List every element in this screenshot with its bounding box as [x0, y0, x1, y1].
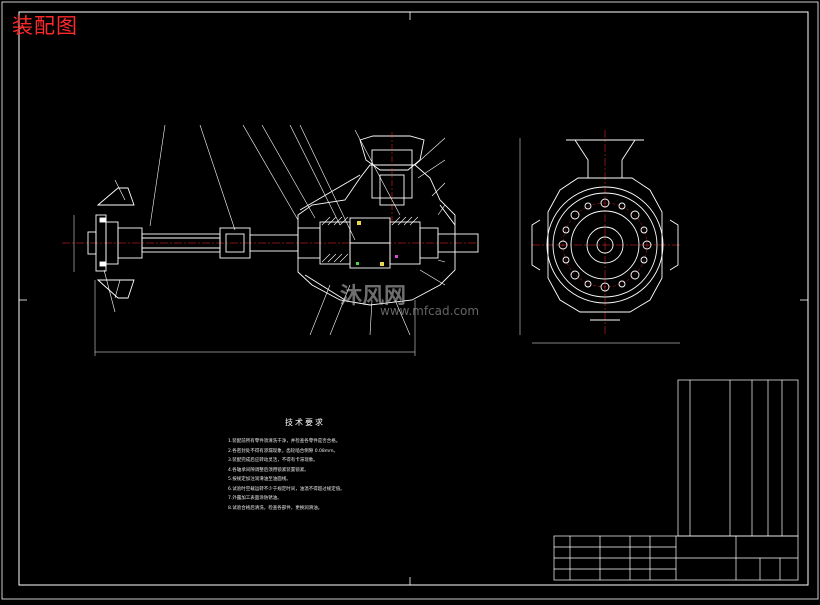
tech-note-line: 5.按规定加注润滑油至油面线。: [228, 477, 291, 482]
side-housing-outline: [547, 177, 663, 313]
tech-note-line: 7.外露加工表面涂防锈油。: [228, 496, 282, 501]
leader-lines: [103, 124, 446, 336]
axle-tube-far-right: [437, 233, 479, 253]
parts-list: [553, 379, 799, 581]
tech-requirements-title: 技术要求: [285, 418, 325, 427]
front-view: [62, 132, 479, 356]
page-title: 装配图: [12, 14, 78, 38]
side-view: [519, 130, 680, 344]
tech-note-line: 1.装配前所有零件须清洗干净，并检查各零件是否合格。: [228, 439, 341, 444]
tech-note-line: 3.装配完成后应转动灵活，不得有卡滞现象。: [228, 458, 318, 463]
tech-note-line: 4.各轴承间隙调整后须用锁紧装置锁紧。: [228, 467, 309, 473]
tech-note-line: 6.试验时空载运转不少于规定时间，油温不得超过规定值。: [228, 486, 345, 492]
inner-frame: [18, 11, 809, 586]
watermark-brand: 沐风网: [340, 284, 407, 309]
watermark-url: www.mfcad.com: [380, 304, 480, 318]
pinion-tower: [359, 135, 425, 171]
tech-note-line: 8.试验合格后清洗，检查各部件，更换润滑油。: [228, 505, 323, 511]
side-flange-outer: [546, 186, 664, 304]
diff-housing: [297, 164, 456, 306]
tech-note-line: 2.各密封处不得有渗漏现象，齿轮啮合侧隙 0.08mm。: [228, 448, 339, 454]
